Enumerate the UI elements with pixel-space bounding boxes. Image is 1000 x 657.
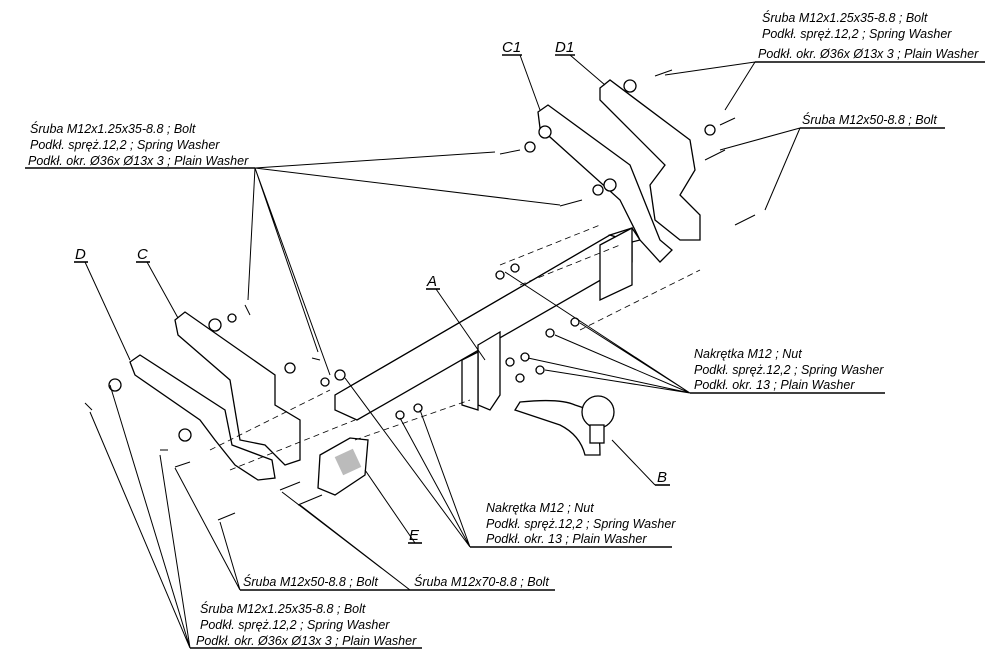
- callout-bottom-left-bolt: Śruba M12x1.25x35-8.8 ; Bolt: [200, 601, 366, 616]
- part-label-c: C: [137, 246, 148, 263]
- part-label-d: D: [75, 246, 86, 263]
- callout-right-nut: Nakrętka M12 ; Nut: [694, 347, 802, 361]
- bracket-d: [129, 354, 276, 481]
- part-label-c1: C1: [502, 39, 521, 56]
- callout-right-spring-washer: Podkł. spręż.12,2 ; Spring Washer: [694, 363, 884, 377]
- crossbar-a: [334, 226, 642, 421]
- callout-bottom-nut: Nakrętka M12 ; Nut: [486, 501, 594, 515]
- callout-left-spring-washer: Podkł. spręż.12,2 ; Spring Washer: [30, 138, 220, 152]
- leader-lines: [84, 54, 801, 649]
- callout-top-right-spring-washer: Podkł. spręż.12,2 ; Spring Washer: [762, 27, 952, 41]
- part-label-b: B: [657, 469, 667, 486]
- part-label-a: A: [426, 273, 437, 290]
- callout-top-right-bolt: Śruba M12x1.25x35-8.8 ; Bolt: [762, 10, 928, 25]
- bracket-d1: [599, 79, 701, 241]
- callout-top-right-plain-washer: Podkł. okr. Ø36x Ø13x 3 ; Plain Washer: [758, 47, 979, 61]
- callout-underlines: [25, 54, 985, 649]
- part-label-d1: D1: [555, 39, 574, 56]
- callout-left-bolt: Śruba M12x1.25x35-8.8 ; Bolt: [30, 121, 196, 136]
- callout-bottom-left-spring-washer: Podkł. spręż.12,2 ; Spring Washer: [200, 618, 390, 632]
- towball-b: [514, 395, 615, 456]
- fasteners: [84, 69, 756, 521]
- bracket-c: [174, 311, 301, 466]
- callout-bottom-bolt-m70: Śruba M12x70-8.8 ; Bolt: [414, 574, 549, 589]
- callout-top-right-bolt-m50: Śruba M12x50-8.8 ; Bolt: [802, 112, 937, 127]
- callout-bottom-bolt-m50: Śruba M12x50-8.8 ; Bolt: [243, 574, 378, 589]
- callout-left-plain-washer: Podkł. okr. Ø36x Ø13x 3 ; Plain Washer: [28, 154, 249, 168]
- callout-bottom-spring-washer: Podkł. spręż.12,2 ; Spring Washer: [486, 517, 676, 531]
- socket-plate-e: [317, 437, 369, 496]
- part-label-e: E: [409, 527, 420, 544]
- callout-bottom-left-plain-washer: Podkł. okr. Ø36x Ø13x 3 ; Plain Washer: [196, 634, 417, 648]
- callout-right-plain-washer: Podkł. okr. 13 ; Plain Washer: [694, 378, 855, 392]
- callout-bottom-plain-washer: Podkł. okr. 13 ; Plain Washer: [486, 532, 647, 546]
